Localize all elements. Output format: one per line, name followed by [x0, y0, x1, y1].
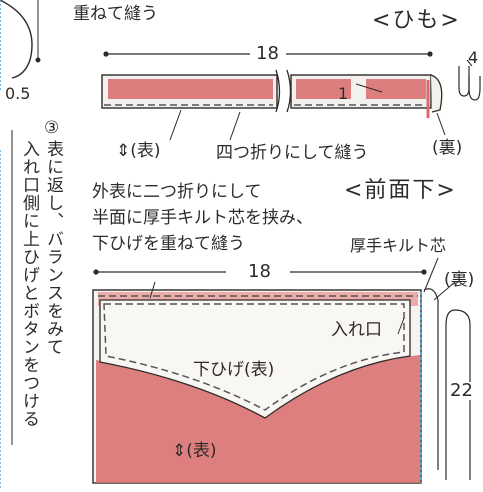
himo-instruction: 四つ折りにして縫う [216, 143, 369, 163]
dim-0-5: 0.5 [5, 84, 31, 103]
zenmen-instruction-2: 半面に厚手キルト芯を挟み、 [92, 208, 313, 228]
zenmen-dim-18: 18 [248, 261, 271, 282]
himo-dim-4: 4 [468, 48, 479, 67]
himo-dimension-18 [103, 51, 433, 57]
step3-column-2: 入れ口側に上ひげとボタンをつける [19, 140, 39, 428]
flip-arrows-icon: ⇕ [172, 441, 187, 461]
zenmen-quilt-label: 厚手キルト芯 [350, 236, 447, 255]
zenmen-title: <前面下> [344, 178, 457, 203]
zenmen-instruction-3: 下ひげを重ねて縫う [92, 234, 245, 254]
zenmen-instruction-1: 外表に二つ折りにして [92, 182, 262, 202]
himo-dim-1: 1 [338, 84, 349, 103]
himo-title: <ひも> [372, 8, 461, 33]
flip-arrows-icon: ⇕ [116, 141, 131, 161]
zenmen-dim-22: 22 [450, 380, 473, 401]
step3-column-1: 表に返し、バランスをみて [43, 140, 63, 356]
top-left-partial-piece [0, 0, 41, 90]
himo-end-section-diagram [458, 59, 481, 101]
zenmen-front-label: ⇕(表) [172, 441, 217, 461]
left-piece-edge [0, 130, 13, 490]
zenmen-opening-label: 入れ口 [331, 320, 382, 340]
zenmen-front-lower-panel [92, 257, 456, 484]
himo-dim-18: 18 [256, 43, 279, 64]
himo-back-label: (裏) [432, 138, 463, 158]
himo-front-label: ⇕(表) [116, 141, 161, 161]
zenmen-flap-label: 下ひげ(表) [193, 360, 275, 380]
top-caption: 重ねて縫う [73, 4, 158, 24]
zenmen-dimension-18 [93, 269, 427, 275]
step3-number: ③ [44, 118, 60, 138]
himo-strap [101, 69, 446, 141]
zenmen-back-label: (裏) [444, 270, 475, 290]
zenmen-dimension-22 [445, 309, 471, 480]
